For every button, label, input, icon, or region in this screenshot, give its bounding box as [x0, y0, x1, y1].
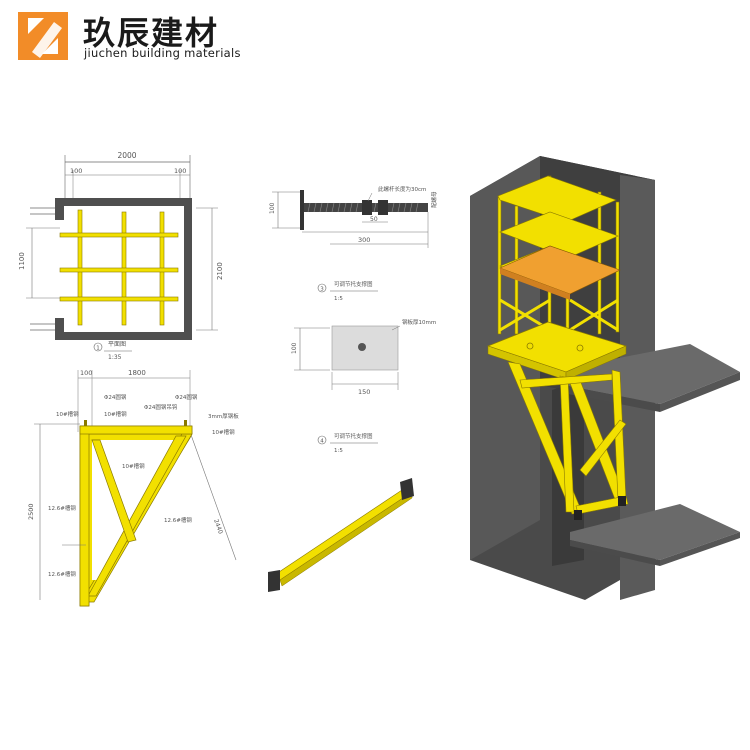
bracket-label-plate: 3mm厚钢板: [208, 412, 239, 420]
plan-dim-width: 2000: [117, 151, 136, 160]
plate-caption-title: 可调节托支撑图: [334, 432, 373, 440]
plate-dim-height: 100: [291, 342, 298, 354]
bracket-view: 100 1800 Φ24圆钢 Φ24圆钢 Φ24圆钢吊钩 3mm厚钢板 10#槽…: [27, 369, 239, 607]
plan-dim-right-offset: 100: [174, 167, 186, 175]
bracket-label-channel-k: 12.6#槽钢: [48, 570, 76, 578]
bracket-label-bar-a: Φ24圆钢: [104, 393, 127, 401]
diagonal-beam: [268, 478, 414, 592]
bolt-caption-scale: 1:5: [334, 296, 343, 302]
bolt-dim-length: 300: [358, 236, 370, 244]
bracket-dim-top-offset: 100: [80, 369, 92, 377]
plate-caption-number: 4: [320, 439, 324, 445]
bracket-label-channel-top: 10#槽钢: [56, 410, 79, 418]
bolt-label-nut: 配螺母: [430, 191, 438, 208]
bolt-view: 100 此螺杆长度为30cm 配螺母 50: [269, 185, 438, 302]
shaft-3d-view: [470, 156, 740, 600]
bracket-label-channel-j: 12.6#槽钢: [164, 516, 192, 524]
bolt-caption-number: 3: [320, 287, 324, 293]
plate-view: 100 钢板厚10mm 150 4 可调节托支撑图 1:5: [291, 318, 436, 454]
brand-logo-icon: [18, 12, 68, 60]
bolt-dim-height: 100: [269, 202, 276, 214]
plan-dim-left-offset: 100: [70, 167, 82, 175]
plan-view: 2000 100 100 1100 2100: [18, 151, 224, 361]
bolt-caption-title: 可调节托支撑图: [334, 280, 373, 288]
bracket-dim-diagonal: 2440: [212, 518, 224, 535]
plate-caption-scale: 1:5: [334, 448, 343, 454]
brand-subtitle: jiuchen building materials: [84, 46, 241, 60]
bracket-dim-top-width: 1800: [128, 369, 146, 377]
plan-caption-number: 1: [96, 346, 100, 352]
bracket-label-channel-mid: 10#槽钢: [122, 462, 145, 470]
bolt-label-rod: 此螺杆长度为30cm: [378, 185, 426, 193]
bracket-label-channel-left: 10#槽钢: [104, 410, 127, 418]
bracket-label-channel-right: 10#槽钢: [212, 428, 235, 436]
plate-dim-width: 150: [358, 388, 370, 396]
bracket-label-channel-i: 12.6#槽钢: [48, 504, 76, 512]
plate-label: 钢板厚10mm: [402, 318, 436, 326]
brand-name: 玖辰建材: [83, 14, 220, 52]
plan-dim-total-height: 2100: [216, 262, 224, 280]
plan-caption-scale: 1:35: [108, 354, 122, 361]
plan-dim-inner-height: 1100: [18, 252, 26, 270]
bracket-label-bar-c: Φ24圆钢吊钩: [144, 403, 178, 411]
bracket-label-bar-b: Φ24圆钢: [175, 393, 198, 401]
bolt-dim-nut: 50: [370, 216, 378, 223]
plan-caption-title: 平面图: [108, 341, 126, 348]
bracket-dim-height: 2500: [27, 503, 35, 520]
